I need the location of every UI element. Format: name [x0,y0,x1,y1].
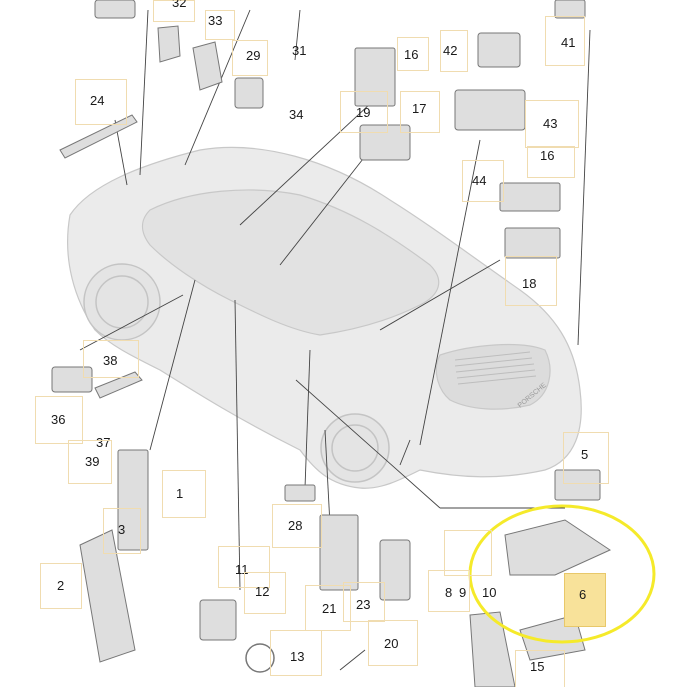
callout-16a: 16 [404,47,419,62]
callout-box-15 [515,650,565,687]
callout-16b: 16 [540,148,555,163]
callout-box-29 [232,40,268,76]
callout-12: 12 [255,584,270,599]
ring-part [245,643,275,673]
callout-13: 13 [290,649,305,664]
callout-box-44 [462,160,504,202]
callout-box-42 [440,30,468,72]
callout-19: 19 [356,105,371,120]
callout-box-18 [505,256,557,306]
callout-9: 9 [459,585,467,600]
callout-37: 37 [96,435,111,450]
callout-36: 36 [51,412,66,427]
callout-23: 23 [356,597,371,612]
callout-2: 2 [57,578,65,593]
callout-box-41 [545,16,585,66]
callout-28: 28 [288,518,303,533]
callout-21: 21 [322,601,337,616]
callout-box-21 [305,585,351,631]
callout-24: 24 [90,93,105,108]
callout-box-3 [103,508,141,554]
highlight-ellipse [468,504,656,644]
callout-20: 20 [384,636,399,651]
callout-box-36 [35,396,83,444]
callout-3: 3 [118,522,126,537]
parts [51,0,612,687]
callout-44: 44 [472,173,487,188]
callout-box-28 [272,504,322,548]
callout-box-12 [244,572,286,614]
car-body [67,146,582,489]
callout-box-23 [343,582,385,622]
callout-box-2 [40,563,82,609]
callout-42: 42 [443,43,458,58]
callout-1: 1 [176,486,184,501]
callout-box-9 [444,530,492,576]
callout-box-38 [83,340,139,378]
callout-box-5 [563,432,609,484]
callout-box-17 [400,91,440,133]
callout-31: 31 [292,43,307,58]
callout-box-8 [428,570,470,612]
callout-32-label: 32 [172,0,187,10]
leader-lines [79,9,591,671]
callout-box-32 [153,0,195,22]
callout-6: 6 [579,587,587,602]
wheels [83,263,390,483]
callout-17: 17 [412,101,427,116]
callout-43: 43 [543,116,558,131]
callout-box-6 [564,573,606,627]
callout-34: 34 [289,107,304,122]
callout-18: 18 [522,276,537,291]
callout-15: 15 [530,659,545,674]
callout-5: 5 [581,447,589,462]
callout-box-24 [75,79,127,125]
engine-grille [454,351,537,385]
callout-38: 38 [103,353,118,368]
callout-box-16a [397,37,429,71]
callout-box-16b [527,146,575,178]
callout-41: 41 [561,35,576,50]
callout-39: 39 [85,454,100,469]
callout-box-33 [205,10,235,40]
callout-box-19 [340,91,388,133]
callout-box-20 [368,620,418,666]
callout-29: 29 [246,48,261,63]
callout-box-39 [68,440,112,484]
callout-8: 8 [445,585,453,600]
callout-box-1 [162,470,206,518]
callout-33: 33 [208,13,223,28]
callout-box-43 [525,100,579,148]
callout-10: 10 [482,585,497,600]
callout-box-13 [270,630,322,676]
